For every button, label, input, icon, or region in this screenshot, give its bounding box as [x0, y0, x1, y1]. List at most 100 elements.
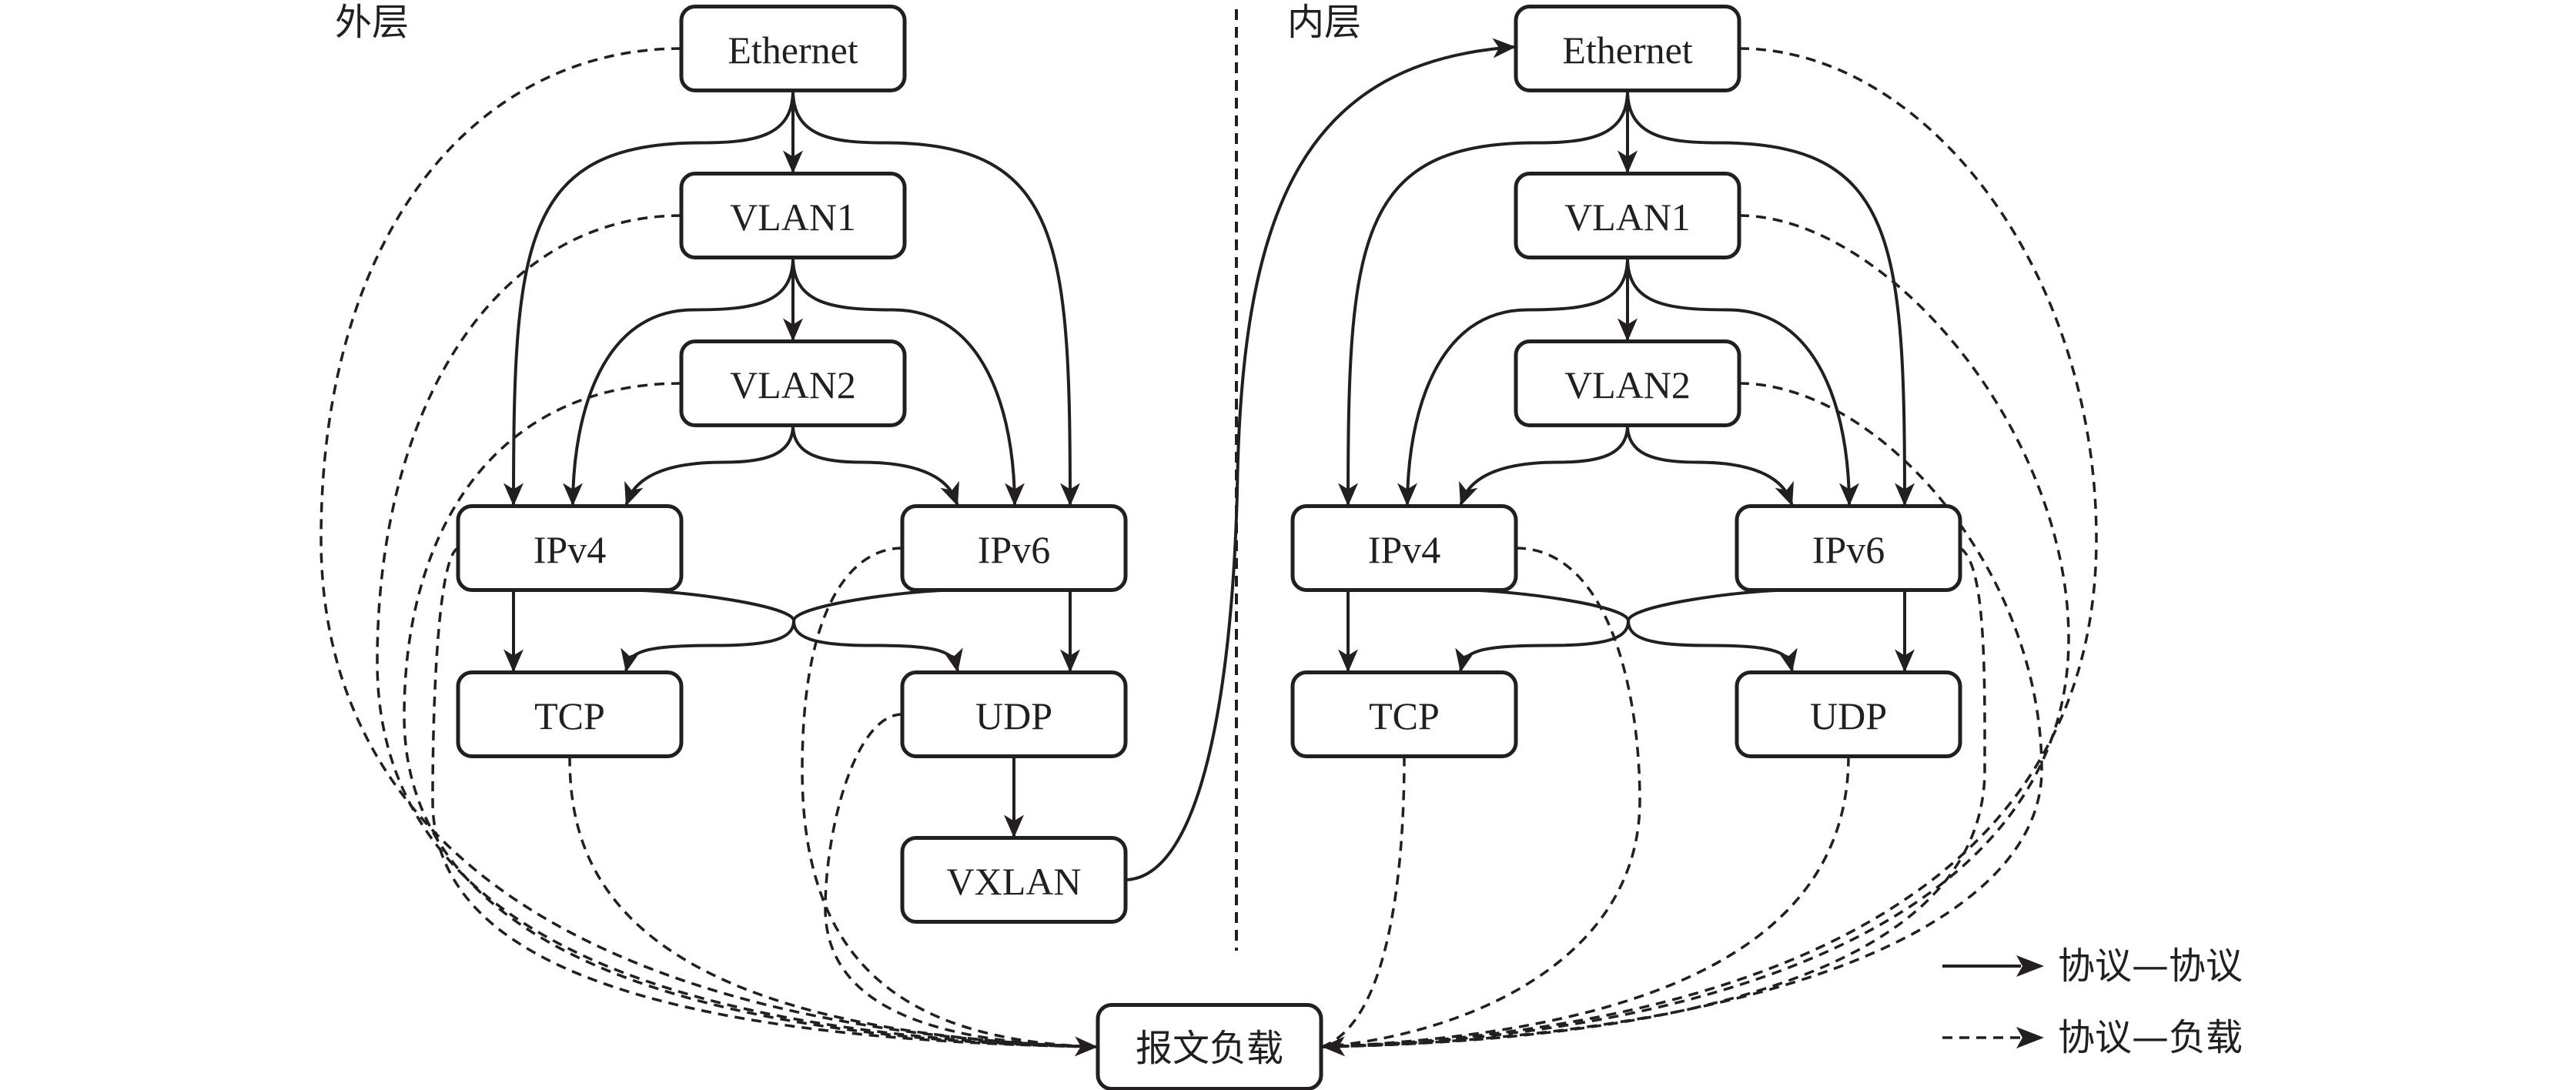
node-outer-tcp: TCP [456, 670, 684, 758]
payload-right-arrowhead [1322, 1036, 1346, 1057]
node-box [679, 172, 907, 259]
arrowhead-inner-ethernet-to-inner-vlan1 [1618, 150, 1638, 174]
node-label: UDP [1810, 694, 1887, 737]
arrowhead-inner-ipv6-to-inner-udp [1895, 649, 1915, 673]
arrowhead-inner-ethernet-to-inner-ipv6 [1895, 483, 1915, 507]
edge-inner-ipv4-to-payload [1321, 547, 1641, 1048]
node-payload: 报文负载 [1096, 1003, 1323, 1090]
arrowhead-outer-vxlan-to-inner-ethernet [1492, 38, 1516, 59]
inner-layer-label: 内层 [1287, 1, 1361, 44]
edge-outer-ethernet-to-outer-ipv6 [791, 90, 1072, 507]
node-box [1514, 172, 1741, 259]
arrowhead-outer-ethernet-to-outer-ipv4 [503, 483, 524, 507]
arrowhead-inner-vlan2-to-inner-ipv6 [1775, 480, 1794, 507]
node-label: 报文负载 [1136, 1027, 1283, 1070]
arrowhead-outer-ethernet-to-outer-vlan1 [783, 150, 803, 174]
node-label: Ethernet [728, 28, 858, 72]
edge-inner-vlan2-to-payload [1321, 382, 2043, 1048]
node-box [1514, 339, 1741, 427]
node-outer-udp: UDP [900, 670, 1128, 758]
edge-inner-vlan1-to-inner-ipv4 [1406, 257, 1629, 507]
node-box [1735, 504, 1962, 592]
node-label: IPv4 [534, 528, 606, 571]
node-label: IPv4 [1368, 528, 1440, 571]
edge-outer-ipv4-to-payload [431, 547, 1099, 1048]
arrowhead-inner-vlan1-to-inner-vlan2 [1618, 318, 1638, 342]
node-inner-vlan2: VLAN2 [1514, 339, 1741, 427]
node-box [900, 836, 1128, 924]
node-inner-ipv6: IPv6 [1735, 504, 1962, 592]
edge-outer-ethernet-to-outer-ipv4 [512, 90, 795, 507]
edge-outer-vlan1-to-payload [376, 214, 1099, 1048]
node-box [456, 670, 684, 758]
arrowhead-outer-udp-to-outer-vxlan [1004, 814, 1024, 838]
node-label: VXLAN [947, 860, 1082, 903]
edge-inner-vlan1-to-inner-ipv6 [1626, 257, 1851, 507]
node-outer-ipv6: IPv6 [900, 504, 1128, 592]
arrowhead-outer-vlan2-to-outer-ipv6 [940, 480, 959, 507]
arrowhead-inner-vlan1-to-inner-ipv4 [1397, 483, 1417, 507]
edge-inner-vlan1-to-payload [1321, 214, 2070, 1048]
edges [319, 38, 2098, 1057]
edge-inner-ipv6-to-payload [1321, 547, 1986, 1048]
outer-layer-label: 外层 [335, 1, 409, 44]
arrowhead-inner-ipv4-to-inner-udp [1778, 647, 1798, 673]
edge-outer-ipv6-to-outer-tcp [624, 588, 957, 673]
arrowhead-inner-ipv6-to-inner-tcp [1455, 647, 1475, 673]
node-label: UDP [975, 694, 1052, 737]
edge-outer-vlan2-to-outer-ipv4 [624, 425, 795, 507]
arrowhead-outer-vlan2-to-outer-ipv4 [624, 480, 644, 507]
arrowhead-outer-vlan1-to-outer-ipv4 [563, 483, 583, 507]
node-box [679, 339, 907, 427]
legend-item-protocol: 协议—协议 [1942, 945, 2243, 988]
legend-arrow-icon [2016, 955, 2044, 977]
edge-outer-ethernet-to-payload [319, 47, 1099, 1048]
edge-outer-vlan1-to-outer-ipv4 [571, 257, 795, 507]
node-label: VLAN1 [730, 196, 856, 239]
arrowhead-inner-vlan1-to-inner-ipv6 [1839, 483, 1859, 507]
node-outer-ethernet: Ethernet [679, 5, 907, 92]
node-box [900, 504, 1128, 592]
node-outer-vlan1: VLAN1 [679, 172, 907, 259]
edge-inner-ethernet-to-inner-ipv6 [1626, 90, 1906, 507]
node-label: VLAN1 [1564, 196, 1691, 239]
arrowhead-outer-ipv4-to-outer-udp [943, 647, 963, 673]
node-box [1290, 504, 1518, 592]
node-inner-ipv4: IPv4 [1290, 504, 1518, 592]
node-box [456, 504, 684, 592]
node-label: IPv6 [1812, 528, 1885, 571]
arrowhead-outer-ipv6-to-outer-udp [1060, 649, 1080, 673]
node-box [679, 5, 907, 92]
edge-inner-udp-to-payload [1321, 756, 1850, 1048]
node-outer-vxlan: VXLAN [900, 836, 1128, 924]
edge-outer-udp-to-payload [824, 713, 1099, 1048]
node-box [900, 670, 1128, 758]
edge-inner-ipv4-to-inner-udp [1461, 588, 1794, 673]
arrowhead-outer-vlan1-to-outer-vlan2 [783, 318, 803, 342]
arrowhead-outer-ipv4-to-outer-tcp [503, 649, 524, 673]
node-inner-ethernet: Ethernet [1514, 5, 1741, 92]
node-outer-ipv4: IPv4 [456, 504, 684, 592]
edge-outer-vlan2-to-payload [403, 382, 1099, 1048]
edge-inner-vlan2-to-inner-ipv6 [1626, 425, 1794, 507]
node-label: IPv6 [978, 528, 1050, 571]
node-inner-tcp: TCP [1290, 670, 1518, 758]
legend-label-protocol: 协议—协议 [2058, 945, 2243, 988]
edge-outer-tcp-to-payload [568, 756, 1099, 1048]
legend-item-payload: 协议—负载 [1942, 1016, 2243, 1059]
legend-arrow-icon [2016, 1027, 2044, 1048]
arrowhead-outer-ipv6-to-outer-tcp [621, 647, 641, 673]
legend-label-payload: 协议—负载 [2058, 1016, 2243, 1059]
node-inner-vlan1: VLAN1 [1514, 172, 1741, 259]
edge-outer-vxlan-to-inner-ethernet [1125, 45, 1515, 881]
node-label: Ethernet [1562, 28, 1692, 72]
node-box [1096, 1003, 1323, 1090]
arrowhead-outer-ethernet-to-outer-ipv6 [1060, 483, 1080, 507]
edge-inner-ethernet-to-payload [1321, 47, 2098, 1048]
edge-outer-vlan2-to-outer-ipv6 [791, 425, 959, 507]
edge-outer-ipv4-to-outer-udp [627, 588, 959, 673]
legend: 协议—协议 协议—负载 [1942, 945, 2243, 1059]
node-box [1735, 670, 1962, 758]
